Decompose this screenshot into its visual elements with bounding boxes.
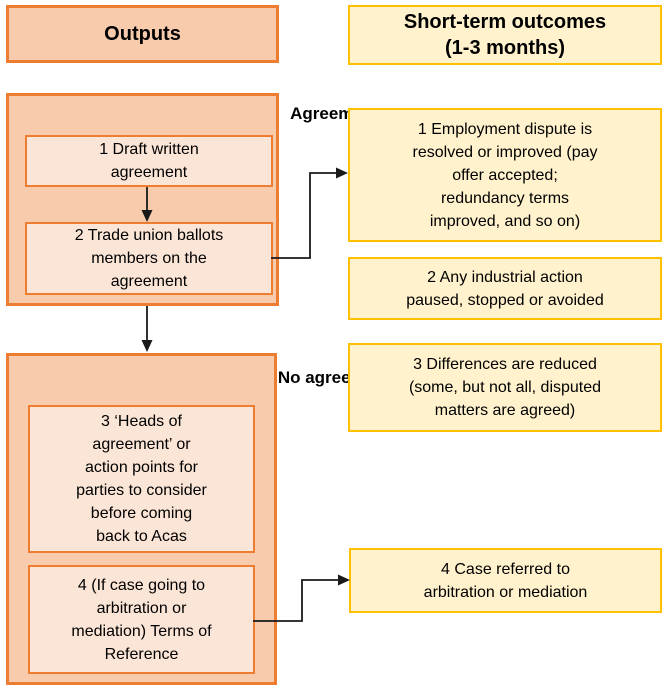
step-trade-union-ballots: 2 Trade union ballots members on the agr…	[25, 222, 273, 295]
step-terms-of-reference: 4 (If case going to arbitration or media…	[28, 565, 255, 674]
outcome-differences-reduced: 3 Differences are reduced (some, but not…	[348, 343, 662, 432]
step-draft-written-agreement: 1 Draft written agreement	[25, 135, 273, 187]
outputs-column-header: Outputs	[6, 5, 279, 63]
outcome-dispute-resolved: 1 Employment dispute is resolved or impr…	[348, 108, 662, 242]
arrow-agreement-to-no-agreement	[141, 306, 153, 352]
short-term-outcomes-column-header: Short-term outcomes (1-3 months)	[348, 5, 662, 65]
step-heads-of-agreement: 3 ‘Heads of agreement’ or action points …	[28, 405, 255, 553]
connector-step2-to-outcome1	[271, 167, 348, 259]
outcome-industrial-action-paused: 2 Any industrial action paused, stopped …	[348, 257, 662, 320]
outcome-case-referred: 4 Case referred to arbitration or mediat…	[349, 548, 662, 613]
